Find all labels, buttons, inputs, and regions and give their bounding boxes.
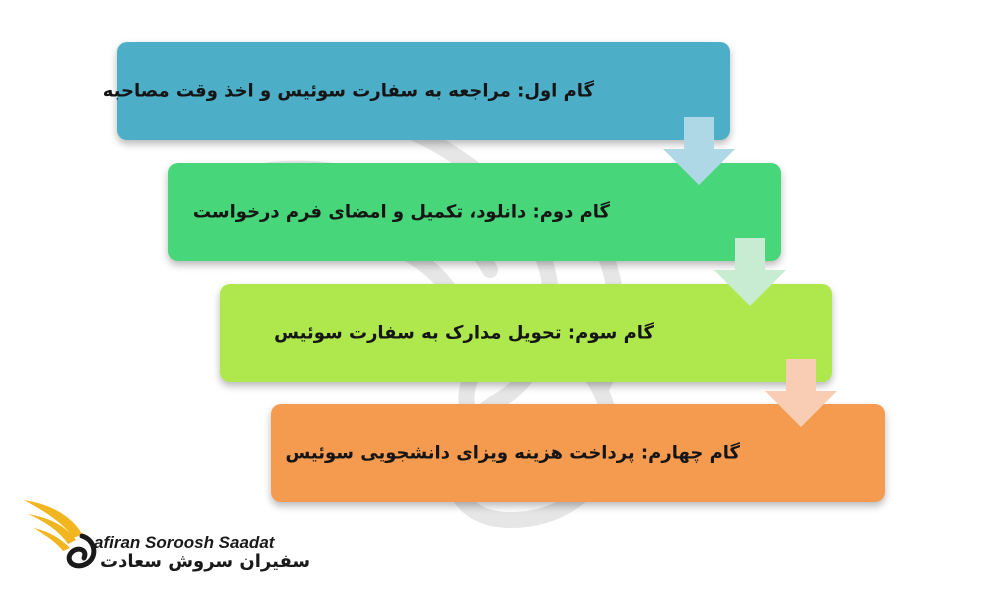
company-logo: afiran Soroosh Saadat سفیران سروش سعادت	[20, 494, 320, 584]
swan-wing-logo-icon	[24, 500, 97, 569]
step-4-box: گام چهارم: پرداخت هزینه ویزای دانشجویی س…	[271, 404, 885, 502]
step-3-label: گام سوم: تحویل مدارک به سفارت سوئیس	[274, 322, 654, 344]
step-2-box: گام دوم: دانلود، تکمیل و امضای فرم درخوا…	[168, 163, 781, 261]
step-2-label: گام دوم: دانلود، تکمیل و امضای فرم درخوا…	[192, 201, 610, 223]
arrow-down-icon	[765, 359, 837, 427]
step-1-label: گام اول: مراجعه به سفارت سوئیس و اخذ وقت…	[102, 80, 594, 102]
arrow-down-icon	[714, 238, 786, 306]
step-1-box: گام اول: مراجعه به سفارت سوئیس و اخذ وقت…	[103, 42, 730, 140]
step-3-box: گام سوم: تحویل مدارک به سفارت سوئیس	[220, 284, 832, 382]
logo-persian-name: سفیران سروش سعادت	[100, 551, 311, 572]
arrow-down-icon	[663, 117, 735, 185]
logo-english-name: afiran Soroosh Saadat	[94, 533, 275, 552]
step-4-label: گام چهارم: پرداخت هزینه ویزای دانشجویی س…	[285, 442, 740, 464]
